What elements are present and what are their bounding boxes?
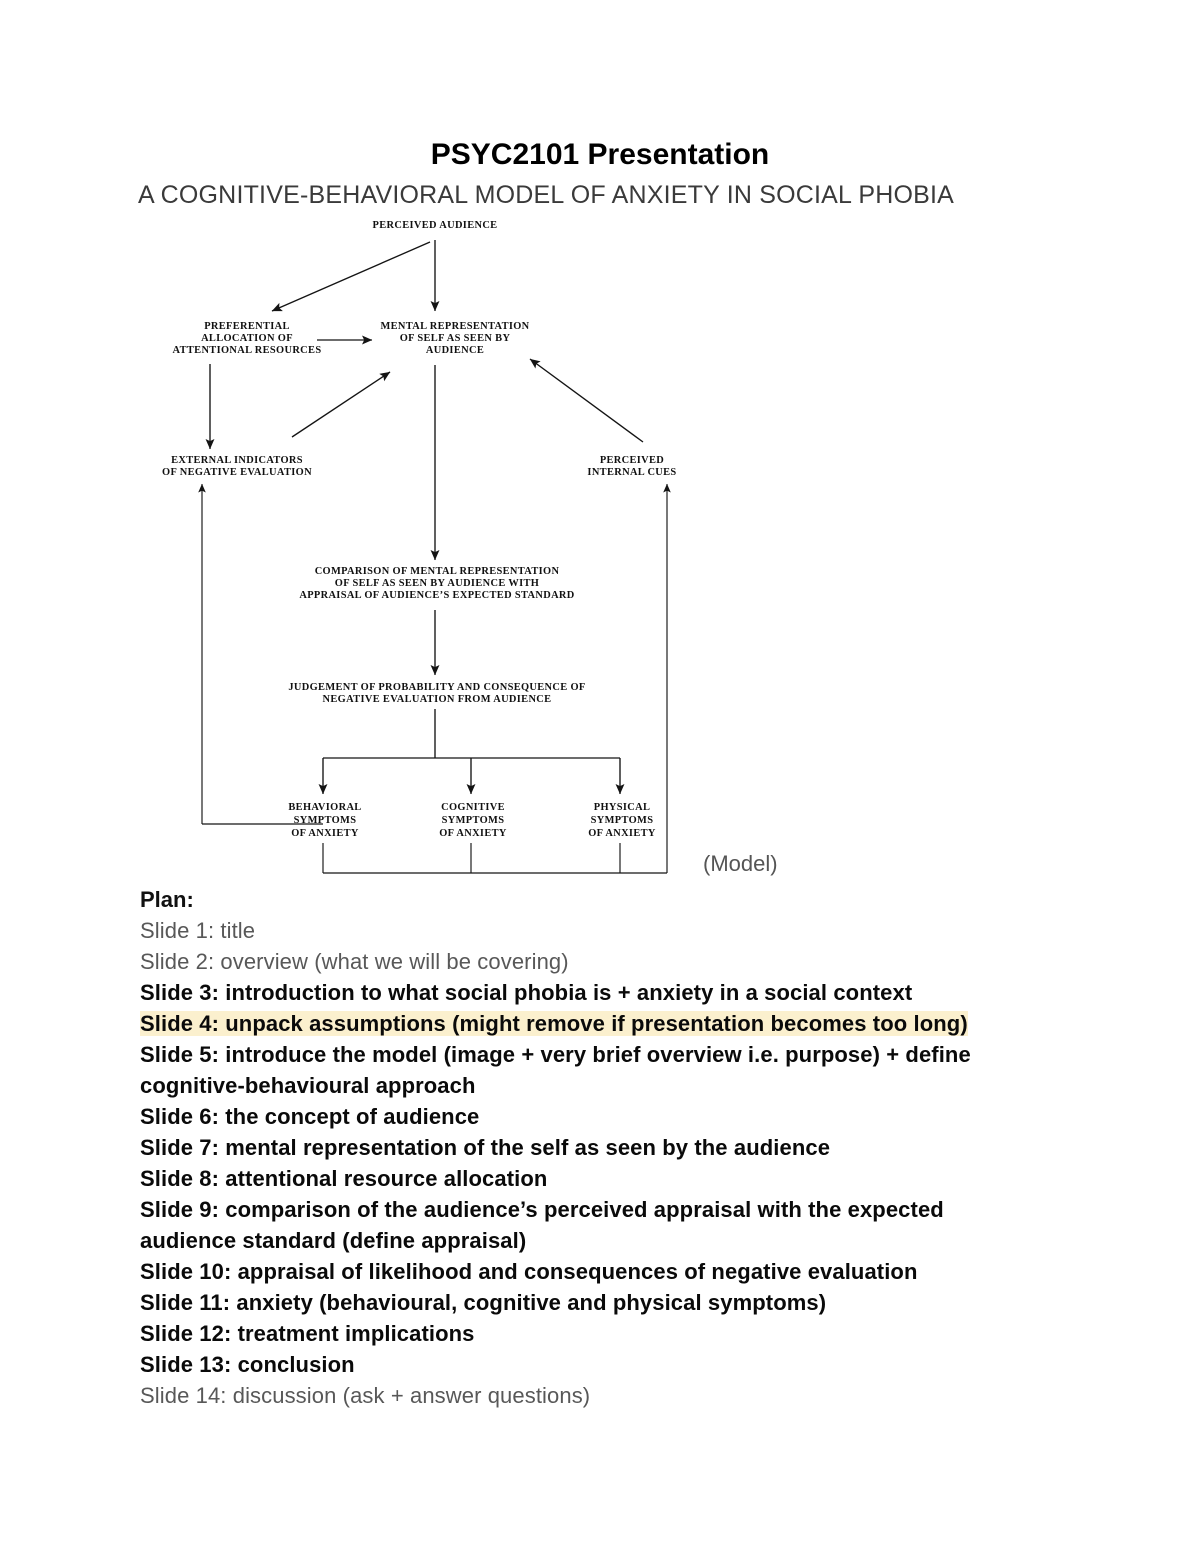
node-physical-symptoms-line3: OF ANXIETY	[588, 828, 656, 839]
plan-item: Slide 11: anxiety (behavioural, cognitiv…	[140, 1290, 827, 1315]
plan-item: Slide 9: comparison of the audience’s pe…	[140, 1197, 944, 1253]
node-judgement-line1: JUDGEMENT OF PROBABILITY AND CONSEQUENCE…	[288, 682, 585, 693]
plan-item: Slide 6: the concept of audience	[140, 1104, 480, 1129]
plan-item: Slide 12: treatment implications	[140, 1321, 475, 1346]
node-cognitive-symptoms-line1: COGNITIVE	[441, 802, 505, 813]
node-behavioral-symptoms-line2: SYMPTOMS	[294, 815, 357, 826]
plan-item: Slide 13: conclusion	[140, 1352, 355, 1377]
node-comparison-line2: OF SELF AS SEEN BY AUDIENCE WITH	[335, 578, 539, 589]
plan-item: Slide 5: introduce the model (image + ve…	[140, 1042, 971, 1098]
page-subtitle: A COGNITIVE-BEHAVIORAL MODEL OF ANXIETY …	[138, 181, 955, 209]
node-behavioral-symptoms-line3: OF ANXIETY	[291, 828, 359, 839]
plan-item-highlight: Slide 4: unpack assumptions (might remov…	[140, 1011, 968, 1036]
figure-caption: (Model)	[703, 851, 778, 876]
plan-item: Slide 2: overview (what we will be cover…	[140, 949, 569, 974]
node-preferential-allocation-line3: ATTENTIONAL RESOURCES	[173, 345, 322, 356]
node-physical-symptoms-line1: PHYSICAL	[594, 802, 651, 813]
plan-item: Slide 3: introduction to what social pho…	[140, 980, 913, 1005]
page-title: PSYC2101 Presentation	[430, 138, 770, 171]
node-comparison-line1: COMPARISON OF MENTAL REPRESENTATION	[315, 566, 560, 577]
node-preferential-allocation-line1: PREFERENTIAL	[204, 321, 290, 332]
plan-item: Slide 8: attentional resource allocation	[140, 1166, 548, 1191]
node-perceived-internal-cues-line2: INTERNAL CUES	[587, 467, 676, 478]
node-physical-symptoms-line2: SYMPTOMS	[591, 815, 654, 826]
plan-item: Slide 1: title	[140, 918, 256, 943]
node-external-indicators-line1: EXTERNAL INDICATORS	[171, 455, 303, 466]
plan-heading: Plan:	[140, 887, 194, 912]
node-comparison-line3: APPRAISAL OF AUDIENCE’S EXPECTED STANDAR…	[299, 590, 574, 601]
node-mental-representation-line2: OF SELF AS SEEN BY	[400, 333, 511, 344]
node-perceived-audience: PERCEIVED AUDIENCE	[373, 220, 498, 231]
plan-item: Slide 4: unpack assumptions (might remov…	[140, 1008, 1040, 1039]
edge-external-indicators-to-mental-rep	[291, 371, 391, 438]
node-mental-representation-line1: MENTAL REPRESENTATION	[380, 321, 529, 332]
plan-item: Slide 10: appraisal of likelihood and co…	[140, 1259, 918, 1284]
model-diagram: PERCEIVED AUDIENCE PREFERENTIAL ALLOCATI…	[140, 212, 720, 877]
edge-internal-cues-to-mental-rep	[529, 358, 644, 443]
plan-item: Slide 14: discussion (ask + answer quest…	[140, 1383, 591, 1408]
node-cognitive-symptoms-line2: SYMPTOMS	[442, 815, 505, 826]
edge-audience-to-attention	[271, 241, 431, 312]
node-preferential-allocation-line2: ALLOCATION OF	[201, 333, 293, 344]
node-behavioral-symptoms-line1: BEHAVIORAL	[288, 802, 361, 813]
node-external-indicators-line2: OF NEGATIVE EVALUATION	[162, 467, 312, 478]
node-mental-representation-line3: AUDIENCE	[426, 345, 484, 356]
node-cognitive-symptoms-line3: OF ANXIETY	[439, 828, 507, 839]
plan-item: Slide 7: mental representation of the se…	[140, 1135, 831, 1160]
node-judgement-line2: NEGATIVE EVALUATION FROM AUDIENCE	[323, 694, 552, 705]
node-perceived-internal-cues-line1: PERCEIVED	[600, 455, 664, 466]
